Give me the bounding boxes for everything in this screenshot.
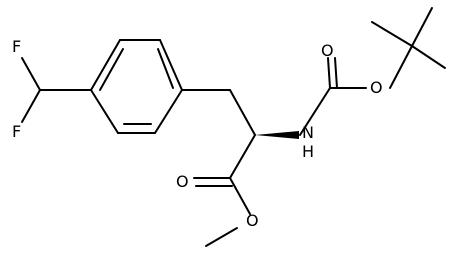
carbamate-carbonyl-oxygen-label: O [321,41,334,60]
difluoromethyl-group [21,57,92,123]
ester-carbonyl-oxygen-label: O [176,172,189,191]
fluorine-top-label: F [12,37,21,56]
carbamate-ether-oxygen-label: O [370,78,383,97]
fluorine-bottom-label: F [12,122,21,141]
amide-hydrogen-label: H [302,142,314,161]
amide-nitrogen-label: N [302,123,314,142]
boc-group [299,7,446,136]
stereo-wedge-bond [255,131,299,139]
methyl-ester-group [193,134,256,247]
ester-ether-oxygen-label: O [246,211,259,230]
phenyl-ring [90,39,183,134]
side-chain [181,89,256,136]
